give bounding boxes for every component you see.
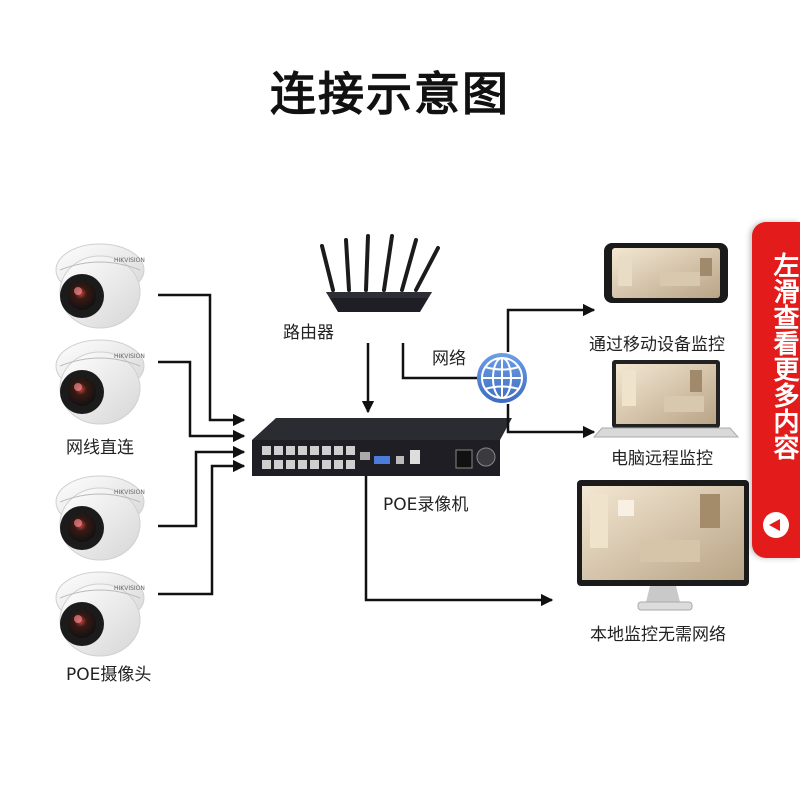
swipe-more-tab[interactable]: 左滑查看更多内容 (752, 222, 800, 558)
nvr-label: POE录像机 (383, 495, 469, 515)
network-label: 网络 (432, 349, 466, 369)
globe-icon (477, 353, 527, 403)
laptop-icon (592, 360, 740, 438)
page-title: 连接示意图 (270, 67, 510, 121)
router-to-network-line (401, 343, 478, 380)
router-label: 路由器 (283, 323, 334, 343)
local-monitoring-label: 本地监控无需网络 (590, 625, 726, 645)
nvr-recorder-icon (252, 418, 512, 476)
globe-to-laptop-arrow (506, 404, 596, 439)
dome-camera-icon (55, 339, 146, 425)
dome-camera-icon (55, 243, 146, 329)
monitor-icon (577, 480, 749, 611)
poe-camera-label: POE摄像头 (66, 665, 152, 685)
globe-to-phone-arrow (506, 303, 596, 352)
pc-remote-label: 电脑远程监控 (611, 449, 713, 469)
camera-connection-lines (158, 293, 246, 596)
dome-camera-icon (55, 475, 146, 561)
swipe-more-text: 左滑查看更多内容 (769, 252, 799, 460)
left-arrow-icon[interactable] (763, 512, 789, 538)
direct-cable-label: 网线直连 (66, 438, 134, 458)
smartphone-icon (604, 243, 728, 303)
nvr-to-monitor-arrow (364, 476, 554, 607)
dome-camera-icon (55, 571, 146, 657)
mobile-monitoring-label: 通过移动设备监控 (589, 335, 725, 355)
router-icon (320, 234, 440, 312)
